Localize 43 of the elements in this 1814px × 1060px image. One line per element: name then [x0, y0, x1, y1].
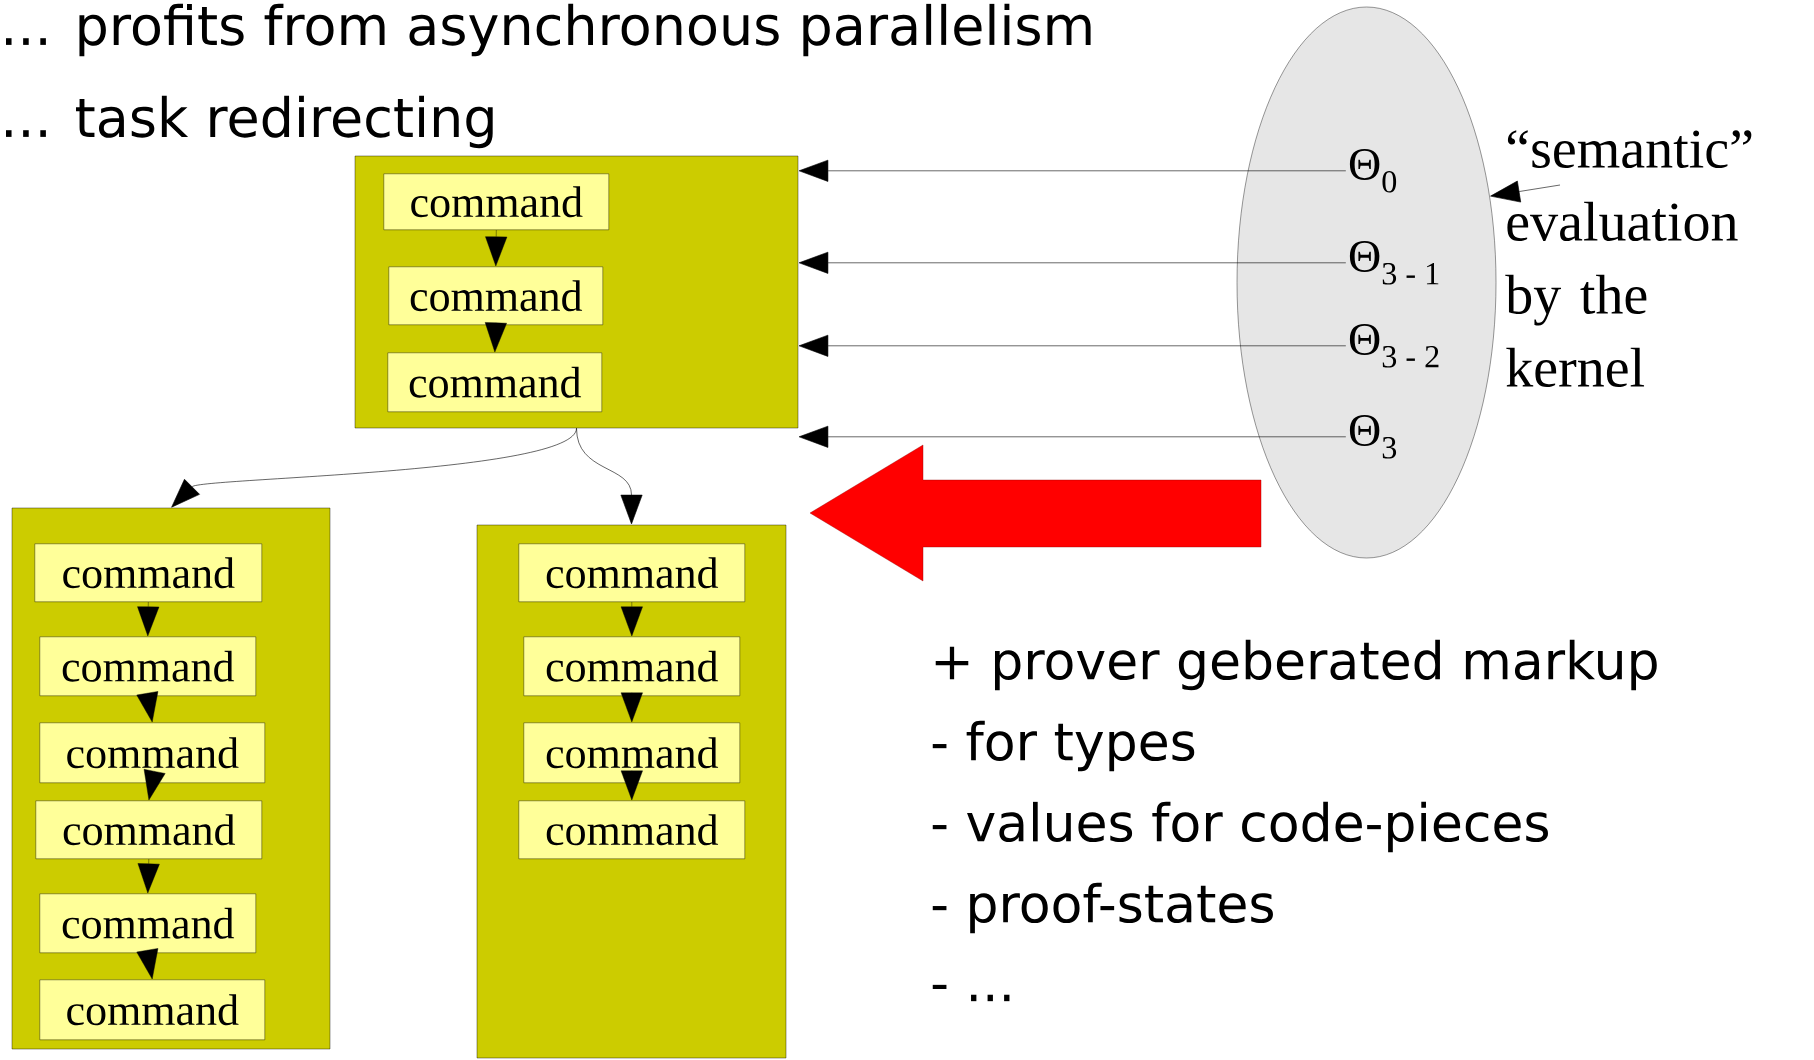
annotation-text: “semantic” evaluation by the kernel — [1505, 130, 1752, 388]
command-box: command — [39, 893, 256, 953]
arrow — [484, 322, 507, 353]
text-line: ... task redirecting — [5, 95, 493, 149]
arrow — [136, 691, 159, 723]
command-box: command — [518, 800, 745, 859]
arrow — [620, 770, 643, 801]
arrow — [143, 769, 166, 801]
text-line: - ... — [932, 984, 1010, 1002]
command-box: command — [34, 543, 262, 602]
arrow — [576, 427, 643, 525]
arrow — [798, 159, 1347, 182]
arrow — [1490, 180, 1561, 203]
arrow — [798, 425, 1347, 448]
command-box: command — [39, 979, 265, 1040]
command-box: command — [388, 266, 603, 325]
text-line: - for types — [932, 720, 1195, 772]
command-box: command — [383, 173, 609, 230]
arrow — [620, 692, 643, 723]
arrow — [137, 601, 160, 637]
command-box: command — [523, 722, 740, 783]
command-box: command — [35, 800, 262, 859]
arrow — [798, 251, 1347, 274]
text-line: - values for code-pieces — [932, 801, 1548, 853]
command-box: command — [39, 722, 265, 783]
text-line: - proof-states — [932, 882, 1273, 934]
command-box: command — [387, 352, 602, 412]
command-box: command — [523, 636, 740, 696]
arrow — [798, 334, 1347, 357]
text-line: + prover geberated markup — [935, 639, 1657, 691]
arrow — [136, 948, 159, 980]
theta-symbol: Θ$_{3 - 1}$ — [1349, 241, 1439, 285]
arrow — [137, 858, 160, 894]
command-box: command — [518, 543, 745, 602]
arrow — [171, 427, 577, 508]
arrow — [485, 229, 508, 267]
arrow — [620, 601, 643, 637]
command-box: command — [39, 636, 256, 696]
theta-symbol: Θ$_{3 - 2}$ — [1349, 324, 1439, 368]
theta-symbol: Θ$_{0}$ — [1349, 149, 1397, 193]
theta-symbol: Θ$_{3}$ — [1349, 415, 1397, 459]
ellipse-shape — [1236, 6, 1497, 559]
text-line: ... profits from asynchronous parallelism — [5, 3, 1091, 57]
